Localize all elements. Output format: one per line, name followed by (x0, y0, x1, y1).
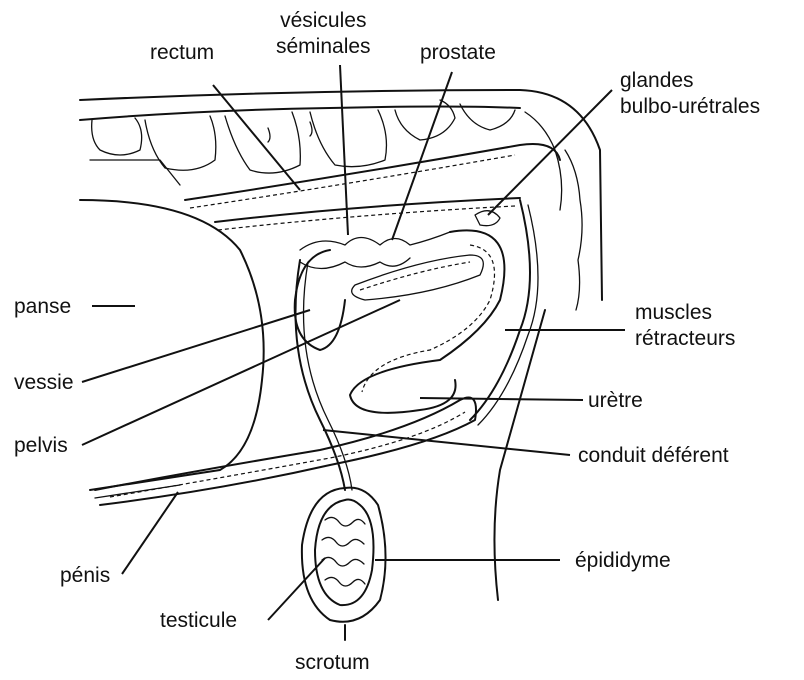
label-muscles-retracteurs: muscles rétracteurs (635, 300, 735, 352)
retractor-muscles (470, 200, 538, 425)
leader-rectum (213, 85, 300, 190)
leader-penis (122, 492, 178, 574)
leader-lines (82, 65, 625, 620)
label-uretre: urètre (588, 388, 643, 414)
leader-testicule (268, 558, 325, 620)
label-glandes-line2: bulbo-urétrales (620, 94, 760, 120)
label-prostate: prostate (420, 40, 496, 66)
testicle-scrotum (296, 260, 386, 640)
leader-glandes (488, 90, 612, 215)
label-glandes-bulbo-uretrales: glandes bulbo-urétrales (620, 68, 760, 120)
label-rectum: rectum (150, 40, 214, 66)
label-pelvis: pelvis (14, 433, 68, 459)
body-outline (494, 310, 545, 600)
label-scrotum: scrotum (295, 650, 370, 676)
leader-prostate (392, 72, 452, 240)
leader-vessie (82, 310, 310, 382)
rumen-structure (80, 200, 264, 490)
label-vessie: vessie (14, 370, 74, 396)
label-vesicules-line2: séminales (276, 34, 371, 60)
bladder-and-glands (295, 211, 500, 350)
label-epididyme: épididyme (575, 548, 671, 574)
label-muscles-line2: rétracteurs (635, 326, 735, 352)
leader-pelvis (82, 300, 400, 445)
label-glandes-line1: glandes (620, 68, 760, 94)
label-muscles-line1: muscles (635, 300, 735, 326)
label-testicule: testicule (160, 608, 237, 634)
leader-uretre (420, 398, 583, 400)
label-vesicules-seminales: vésicules séminales (276, 8, 371, 60)
label-penis: pénis (60, 563, 110, 589)
label-panse: panse (14, 294, 71, 320)
label-conduit-deferent: conduit déférent (578, 443, 729, 469)
spine-vertebrae (80, 90, 602, 310)
label-vesicules-line1: vésicules (276, 8, 371, 34)
urethra-flexure (350, 230, 504, 412)
